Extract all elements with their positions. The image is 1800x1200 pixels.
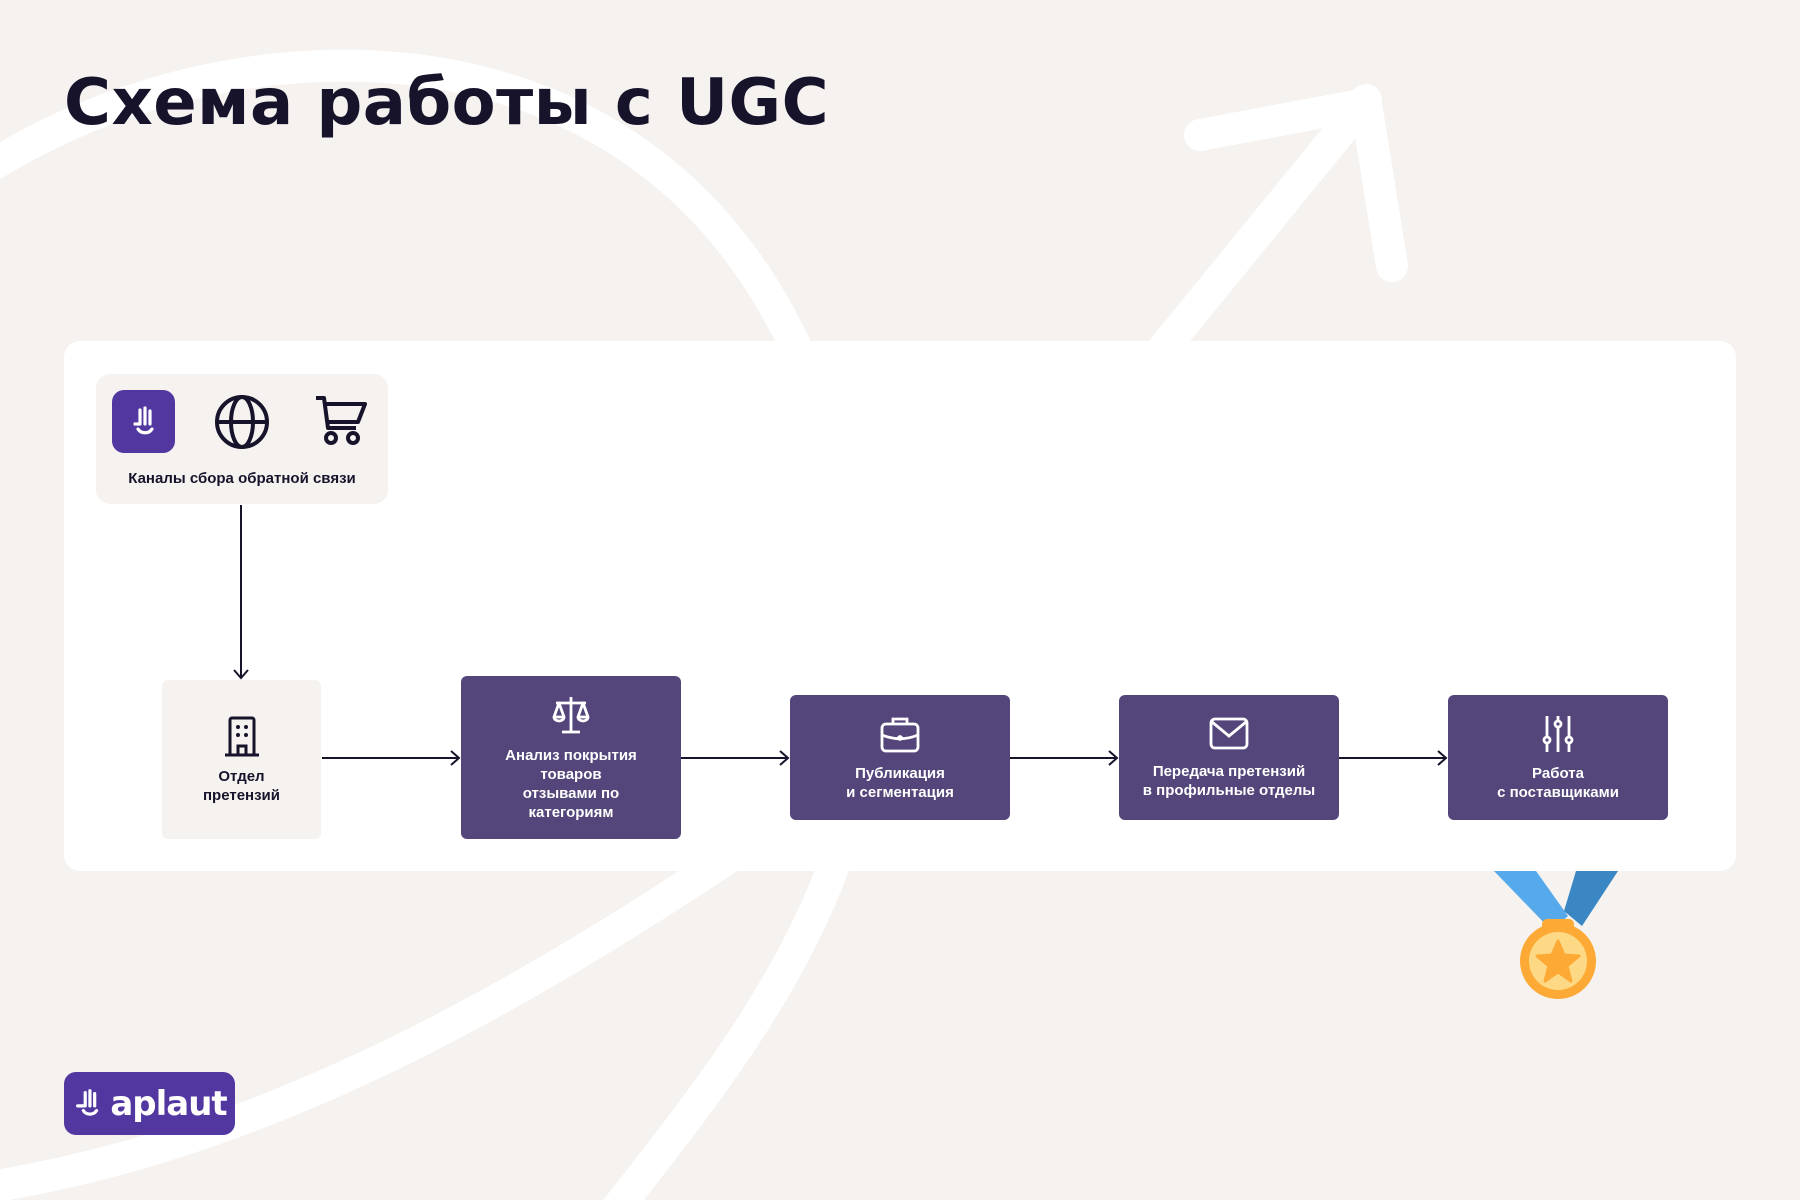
building-icon (224, 716, 259, 756)
channels-label: Каналы сбора обратной связи (128, 470, 356, 487)
scales-icon (552, 696, 590, 733)
step-label: Работа с поставщиками (1497, 764, 1619, 801)
aplaut-logo: aplaut (64, 1072, 235, 1135)
step-transfer-claims[interactable]: Передача претензий в профильные отделы (1119, 695, 1339, 820)
aplaut-hand-icon (112, 390, 175, 453)
decorative-arc-lower (0, 834, 756, 1200)
envelope-icon (1209, 717, 1249, 749)
briefcase-icon (880, 717, 920, 752)
step-label: Публикация и сегментация (846, 764, 954, 801)
step-publication[interactable]: Публикация и сегментация (790, 695, 1010, 820)
feedback-channels: Каналы сбора обратной связи (96, 374, 388, 504)
step-label: Передача претензий в профильные отделы (1142, 762, 1316, 799)
step-label: Отдел претензий (202, 767, 280, 804)
step-claims-department[interactable]: Отдел претензий (162, 680, 321, 839)
logo-text: aplaut (110, 1083, 227, 1124)
globe-icon[interactable] (210, 390, 273, 453)
step-suppliers[interactable]: Работа с поставщиками (1448, 695, 1668, 820)
decorative-arrowhead (1184, 88, 1408, 282)
page-title: Схема работы с UGC (64, 66, 830, 140)
decorative-arrow (1134, 84, 1382, 381)
shopping-cart-icon[interactable] (310, 390, 373, 453)
step-label: Анализ покрытия товаров отзывами по кате… (505, 746, 637, 821)
sliders-icon (1542, 715, 1574, 752)
medal-icon (1494, 871, 1618, 999)
step-coverage-analysis[interactable]: Анализ покрытия товаров отзывами по кате… (461, 676, 681, 839)
aplaut-hand-icon (76, 1088, 99, 1116)
